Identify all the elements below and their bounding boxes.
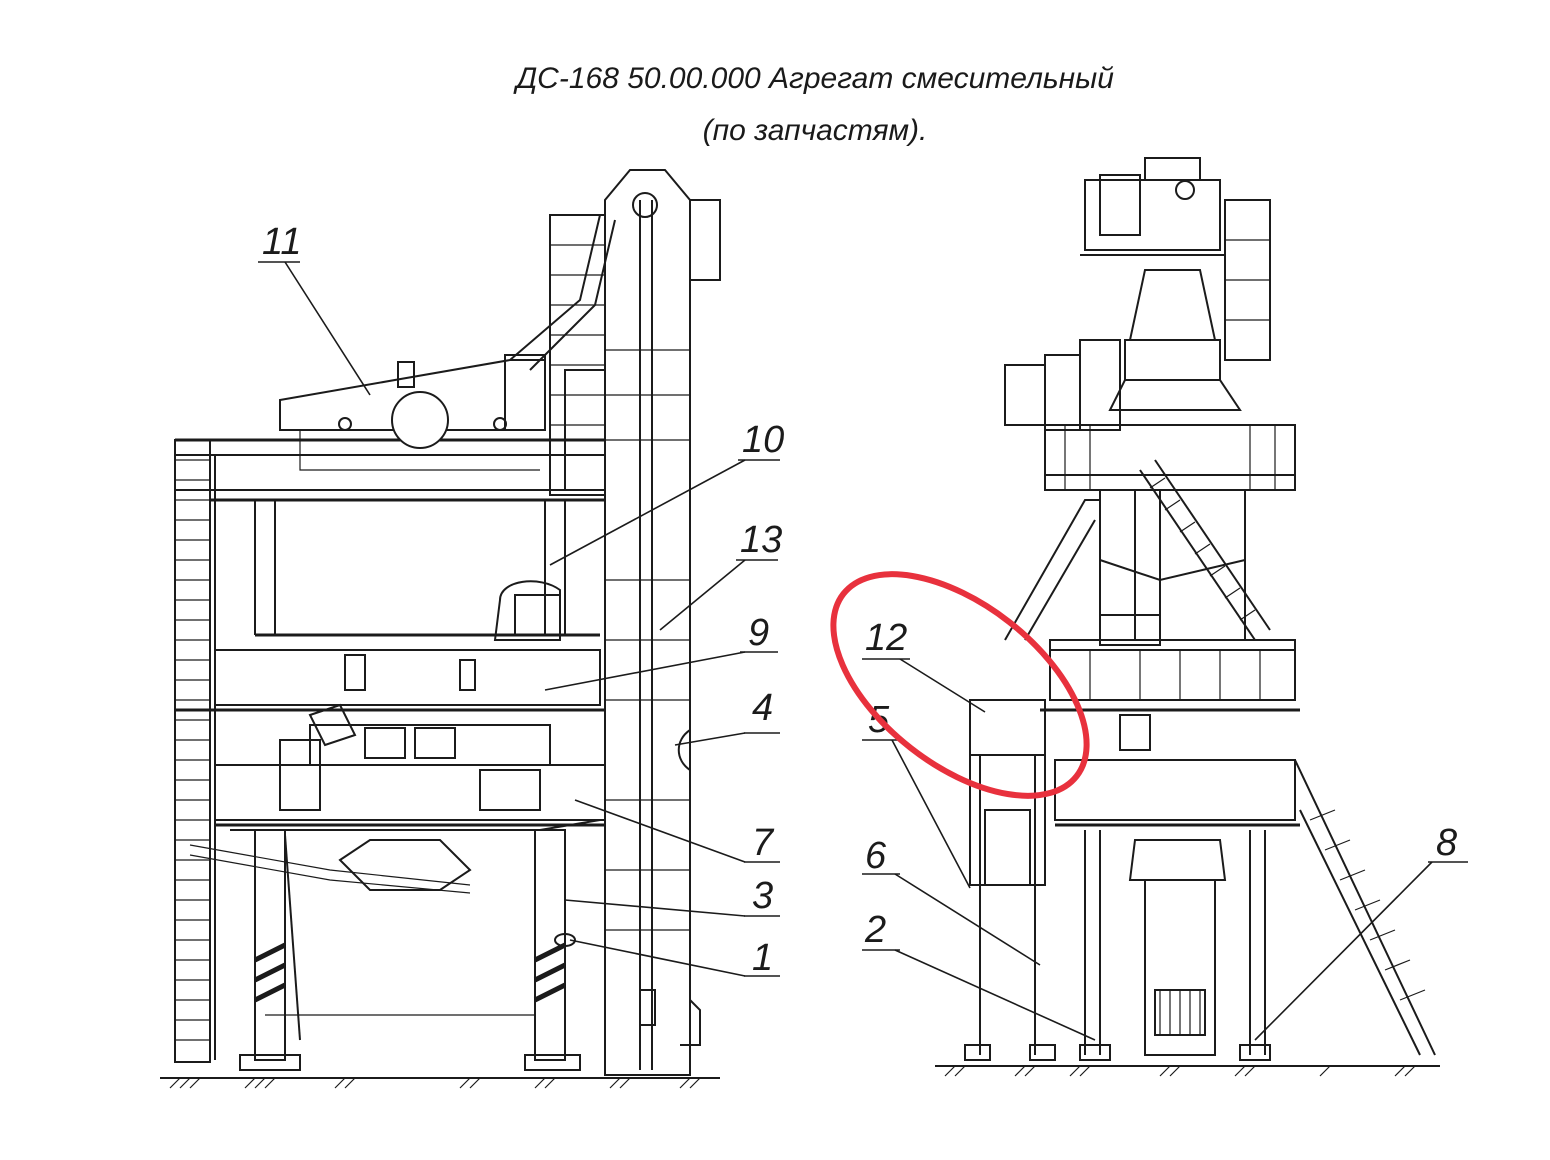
mixer-section [1054,714,1300,1061]
callout-13: 13 [740,519,782,561]
vibrating-screen [279,354,546,471]
main-frame [175,438,606,1060]
callout-9: 9 [748,612,769,654]
feed-chute [509,214,616,491]
upper-stair [1139,459,1271,641]
drawing-subtitle: (по запчастям). [702,114,928,147]
callout-10: 10 [742,419,784,461]
callout-6: 6 [865,835,887,877]
callout-8: 8 [1436,822,1457,864]
middle-platform [1040,614,1300,712]
callouts-left: 11 10 13 9 4 7 3 1 [258,221,784,979]
callout-3: 3 [752,875,773,917]
callout-2: 2 [864,909,886,951]
left-elevation-view: 11 10 13 9 4 7 3 1 [160,169,784,1089]
callout-1: 1 [752,937,773,979]
highlight-ellipse-item-12 [830,571,1090,799]
left-ladder [174,439,211,1063]
callout-4: 4 [752,687,773,729]
side-motor [1004,339,1121,431]
callout-12: 12 [865,617,907,659]
right-elevation-view: 12 5 6 2 8 [830,157,1468,1077]
callout-7: 7 [752,822,775,864]
callout-11: 11 [262,221,301,263]
drawing-title: ДС-168 50.00.000 Агрегат смесительный [516,62,1114,95]
ground-line-left [160,1077,720,1089]
lower-stair [1294,759,1436,1056]
batching-unit [279,580,561,891]
callouts-right: 12 5 6 2 8 [862,617,1468,1041]
upper-platform [1004,424,1296,641]
hot-elevator [549,169,721,1076]
dust-collector [964,699,1056,1061]
top-drive [1080,157,1271,411]
support-legs-left [239,829,581,1071]
ground-line-right [935,1065,1440,1077]
